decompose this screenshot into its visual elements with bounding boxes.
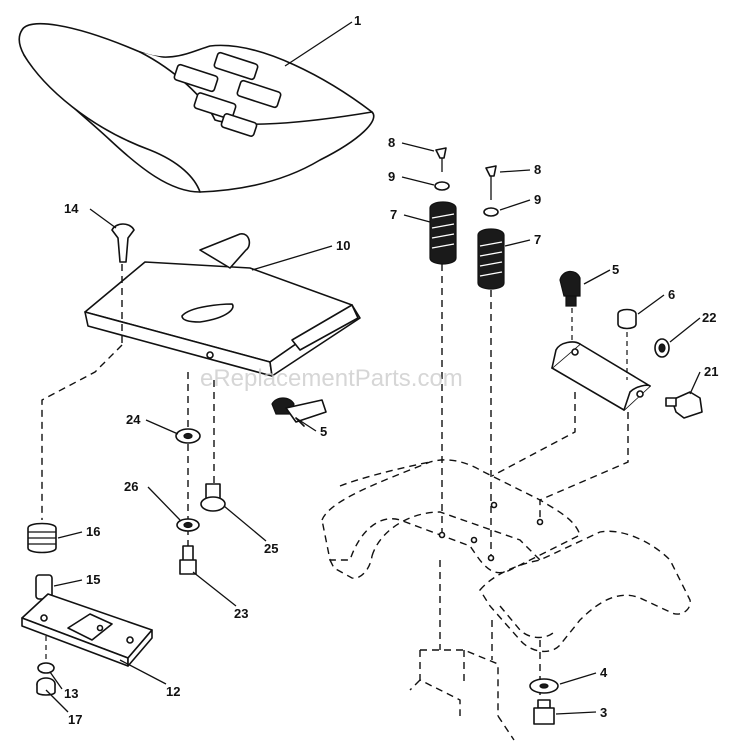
seat-pan (84, 233, 361, 377)
callout-21: 21 (704, 364, 718, 379)
watermark-text: eReplacementParts.com (200, 365, 463, 392)
washer-26 (176, 518, 200, 532)
callout-9-right: 9 (534, 192, 541, 207)
nut-13 (37, 636, 55, 674)
callout-6: 6 (668, 287, 675, 302)
tractor-frame (321, 459, 691, 741)
spring-16 (27, 522, 57, 554)
nut-17 (36, 677, 56, 696)
callout-26: 26 (124, 479, 138, 494)
bracket-2 (551, 341, 651, 411)
callout-25: 25 (264, 541, 278, 556)
callout-22: 22 (702, 310, 716, 325)
callout-1: 1 (354, 13, 361, 28)
washer-4 (529, 678, 559, 694)
spring-7-left (429, 201, 457, 265)
seat-switch-right (559, 270, 581, 340)
callout-8-left: 8 (388, 135, 395, 150)
callout-7-left: 7 (390, 207, 397, 222)
callout-12: 12 (166, 684, 180, 699)
bracket-guide-lines (491, 392, 629, 520)
knob-bolt-21 (665, 391, 703, 419)
washer-22 (654, 338, 670, 358)
spring-7-right (477, 228, 505, 290)
callout-13: 13 (64, 686, 78, 701)
bolt-8-left (435, 147, 447, 172)
callout-8-right: 8 (534, 162, 541, 177)
callout-23: 23 (234, 606, 248, 621)
callout-3: 3 (600, 705, 607, 720)
callout-10: 10 (336, 238, 350, 253)
callout-5-left: 5 (320, 424, 327, 439)
seat (18, 22, 375, 193)
leader-lines (45, 21, 701, 715)
nut-6 (617, 308, 637, 380)
seat-switch-left (271, 397, 327, 427)
bolt-3 (533, 699, 555, 725)
bolt-8-right (485, 165, 497, 200)
callout-17: 17 (68, 712, 82, 727)
callout-16: 16 (86, 524, 100, 539)
knob-14 (111, 223, 135, 263)
callout-4: 4 (600, 665, 608, 680)
callout-15: 15 (86, 572, 100, 587)
bolt-23 (179, 545, 197, 575)
callout-5-right: 5 (612, 262, 619, 277)
washer-9-right (483, 207, 499, 217)
shoulder-bolt-25 (200, 483, 226, 512)
bracket-12 (21, 593, 153, 667)
callout-9-left: 9 (388, 169, 395, 184)
callout-14: 14 (64, 201, 79, 216)
callout-24: 24 (126, 412, 141, 427)
washer-9-left (434, 181, 450, 191)
callout-labels: 1 14 10 8 9 7 8 9 7 5 6 22 21 5 24 26 25… (64, 13, 718, 727)
washer-24 (175, 428, 201, 444)
callout-7-right: 7 (534, 232, 541, 247)
